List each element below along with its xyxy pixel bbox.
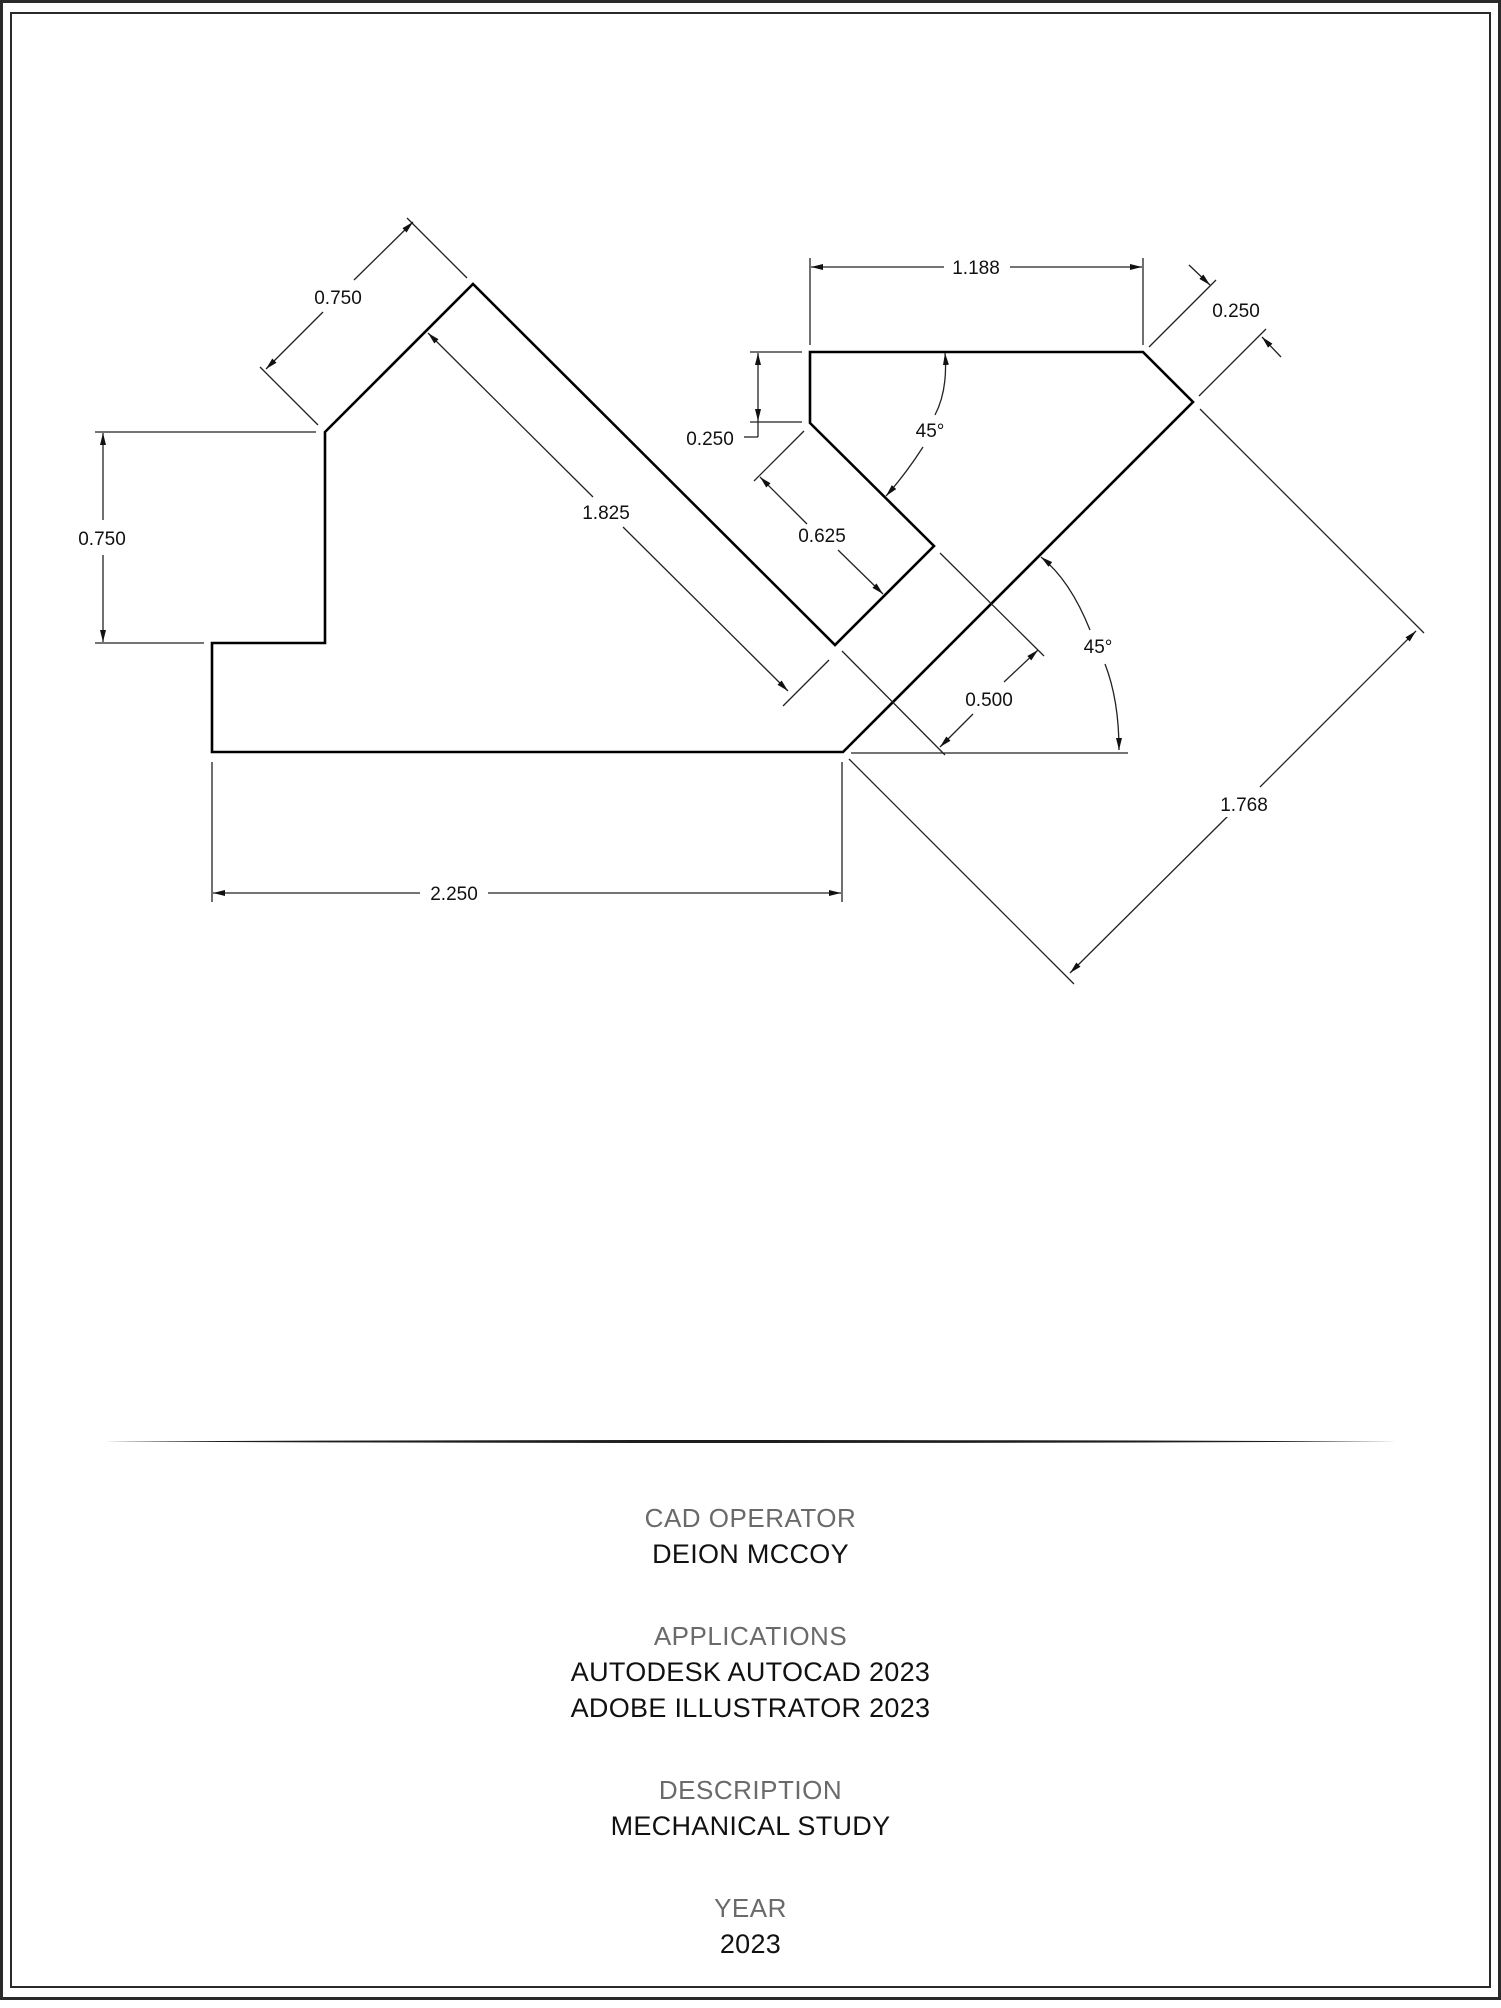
dim-slant-length: [427, 332, 830, 707]
operator-value: DEION MCCOY: [652, 1539, 849, 1569]
inner-border: [10, 12, 1491, 1988]
dim-text-background: [75, 528, 129, 551]
title-block-description: DESCRIPTION MECHANICAL STUDY: [0, 1772, 1501, 1844]
description-value: MECHANICAL STUDY: [610, 1811, 891, 1841]
divider: [104, 1440, 1398, 1443]
dim-chamfer-left: [744, 351, 802, 438]
dim-base-width: [211, 762, 843, 902]
year-label: YEAR: [714, 1893, 787, 1923]
dim-text-inner-angle: 45°: [916, 421, 945, 442]
application-value: AUTODESK AUTOCAD 2023: [570, 1657, 931, 1687]
dim-inner-angle: [885, 352, 949, 497]
dim-text-top-left-slant: 0.750: [314, 288, 362, 309]
dim-left-height: [95, 431, 316, 644]
dim-text-background: [1080, 636, 1116, 659]
dim-text-chamfer-right: 0.250: [1212, 301, 1260, 322]
dim-base-angle: [1040, 556, 1122, 751]
dim-text-base-angle: 45°: [1084, 637, 1113, 658]
dim-top-width: [809, 258, 1144, 345]
dim-text-slant-length: 1.825: [582, 503, 630, 524]
dim-text-top-width: 1.188: [952, 258, 1000, 279]
operator-label: CAD OPERATOR: [644, 1503, 857, 1533]
dim-slot-width: [753, 430, 884, 595]
part-outline: [210, 282, 1195, 754]
dim-text-background: [1209, 300, 1263, 323]
title-block: CAD OPERATOR DEION MCCOY APPLICATIONS AU…: [0, 1500, 1501, 2008]
title-block-year: YEAR 2023: [0, 1890, 1501, 1962]
dim-top-left-slant: [259, 217, 468, 426]
description-label: DESCRIPTION: [658, 1775, 843, 1805]
applications-label: APPLICATIONS: [653, 1621, 848, 1651]
dim-text-background: [912, 420, 948, 443]
dim-text-background: [949, 257, 1003, 280]
dim-arm-width: [841, 552, 1128, 756]
year-value: 2023: [719, 1929, 782, 1959]
dim-text-base-width: 2.250: [430, 884, 478, 905]
dim-text-background: [427, 883, 481, 906]
dim-text-background: [311, 287, 365, 310]
dim-text-background: [579, 502, 633, 525]
dim-text-arm-length: 1.768: [1220, 795, 1268, 816]
dim-text-background: [683, 428, 737, 451]
dim-arm-length: [848, 408, 1425, 985]
dim-text-background: [795, 525, 849, 548]
application-value: ADOBE ILLUSTRATOR 2023: [570, 1693, 931, 1723]
title-block-operator: CAD OPERATOR DEION MCCOY: [0, 1500, 1501, 1572]
dim-text-slot-width: 0.625: [798, 526, 846, 547]
title-block-applications: APPLICATIONS AUTODESK AUTOCAD 2023 ADOBE…: [0, 1618, 1501, 1726]
dim-text-chamfer-left: 0.250: [686, 429, 734, 450]
dim-text-background: [962, 689, 1016, 712]
dim-chamfer-right: [1148, 264, 1282, 397]
dim-text-left-height: 0.750: [78, 529, 126, 550]
dim-text-arm-width: 0.500: [965, 690, 1013, 711]
dim-text-background: [1217, 794, 1271, 817]
